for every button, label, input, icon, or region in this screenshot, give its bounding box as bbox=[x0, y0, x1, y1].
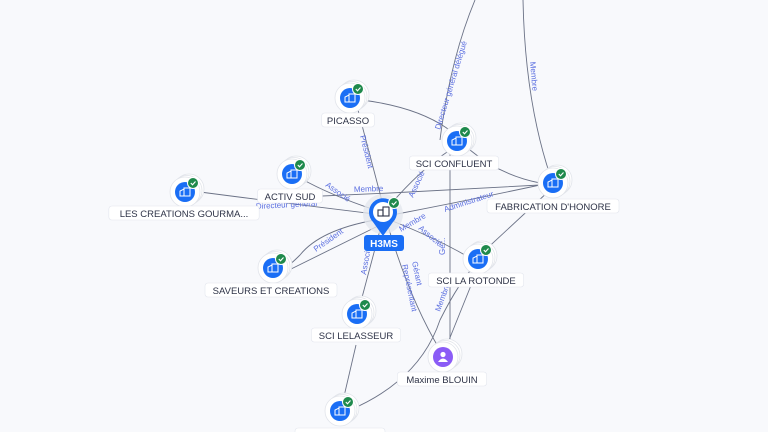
node-label: SAVEURS ET CREATIONS bbox=[213, 286, 330, 297]
node-label: ACTIV SUD bbox=[265, 192, 316, 203]
node-label: FABRICATION D'HONORE bbox=[495, 202, 611, 213]
node-label: LES CREATIONS GOURMA... bbox=[120, 209, 249, 220]
node-lelasseur[interactable]: SCI LELASSEUR bbox=[311, 295, 401, 343]
node-label: SCI CONFLUENT bbox=[416, 159, 493, 170]
edge-label-dgd: Directeur général délégué bbox=[433, 39, 469, 130]
node-bottom[interactable] bbox=[294, 392, 386, 432]
node-label-bg bbox=[409, 155, 499, 171]
node-activsud[interactable]: ACTIV SUD bbox=[257, 155, 323, 204]
building-icon bbox=[351, 309, 363, 319]
edge-label-ge: Gé... bbox=[438, 238, 447, 255]
person-icon bbox=[438, 351, 448, 362]
nodes: PICASSO ACTIV SUD LES CREATIONS GOURMA... S… bbox=[108, 79, 620, 432]
building-icon bbox=[286, 169, 298, 179]
building-icon bbox=[451, 136, 463, 146]
edge-h3ms-saveurs2 bbox=[284, 225, 379, 273]
edge-top-fabrication bbox=[522, 0, 551, 176]
node-fabrication[interactable]: FABRICATION D'HONORE bbox=[486, 164, 620, 214]
node-blouin[interactable]: Maxime BLOUIN bbox=[397, 338, 487, 387]
building-icon bbox=[547, 178, 559, 188]
verified-icon bbox=[388, 197, 400, 209]
node-label: PICASSO bbox=[327, 116, 369, 127]
verified-icon bbox=[459, 126, 471, 138]
node-label-bg bbox=[321, 112, 375, 128]
node-saveurs[interactable]: SAVEURS ET CREATIONS bbox=[204, 249, 338, 298]
edge-top-confluent bbox=[439, 0, 476, 141]
edge-label-membre-right: Membre bbox=[528, 61, 540, 92]
verified-icon bbox=[480, 244, 492, 256]
verified-icon bbox=[342, 396, 354, 408]
focus-label: H3MS bbox=[370, 239, 398, 250]
verified-icon bbox=[187, 177, 199, 189]
building-icon bbox=[334, 406, 346, 416]
node-confluent[interactable]: SCI CONFLUENT bbox=[409, 122, 499, 171]
node-label-bg bbox=[311, 327, 401, 343]
verified-icon bbox=[294, 159, 306, 171]
node-label: Maxime BLOUIN bbox=[406, 375, 477, 386]
node-creations[interactable]: LES CREATIONS GOURMA... bbox=[108, 173, 260, 221]
node-picasso[interactable]: PICASSO bbox=[321, 79, 375, 128]
building-icon bbox=[472, 254, 484, 264]
node-label-bg bbox=[108, 205, 260, 221]
building-icon bbox=[179, 187, 191, 197]
edge-h3ms-creations bbox=[199, 191, 376, 215]
node-label: SCI LELASSEUR bbox=[319, 331, 394, 342]
verified-icon bbox=[555, 168, 567, 180]
verified-icon bbox=[275, 253, 287, 265]
building-icon bbox=[344, 93, 356, 103]
node-label-bg bbox=[294, 427, 386, 432]
node-label-bg bbox=[427, 272, 524, 288]
edge-label-membre: Membre bbox=[354, 184, 384, 194]
node-label-bg bbox=[486, 198, 620, 214]
edge-activsud-fabrication bbox=[299, 184, 541, 198]
node-label-bg bbox=[397, 371, 487, 387]
verified-icon bbox=[352, 83, 364, 95]
node-label-bg bbox=[204, 282, 338, 298]
edge-h3ms-fabrication bbox=[391, 184, 541, 216]
building-icon bbox=[267, 263, 279, 273]
node-label: SCI LA ROTONDE bbox=[436, 276, 516, 287]
node-rotonde[interactable]: SCI LA ROTONDE bbox=[427, 240, 524, 288]
building-icon bbox=[377, 206, 390, 217]
edge-label-president: Président bbox=[358, 134, 375, 170]
focus-label-bg bbox=[364, 235, 404, 251]
focus-node-h3ms[interactable]: H3MS bbox=[363, 194, 404, 251]
node-label-bg bbox=[257, 188, 323, 204]
verified-icon bbox=[359, 299, 371, 311]
